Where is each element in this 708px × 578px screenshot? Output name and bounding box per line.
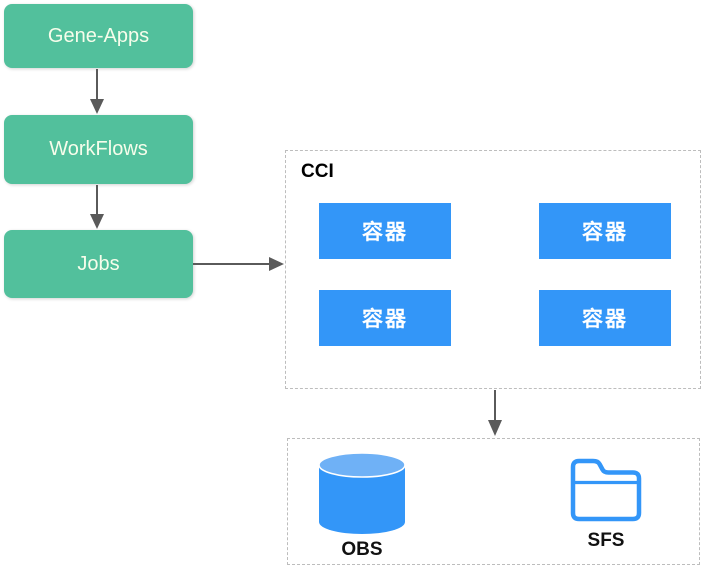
database-cylinder-icon — [317, 452, 407, 536]
folder-icon — [568, 454, 644, 527]
arrow-jobs-to-cci — [193, 257, 284, 271]
arrow-cci-to-storage — [488, 390, 502, 436]
container-node: 容器 — [319, 203, 451, 259]
arrow-gene-apps-to-workflows — [90, 69, 104, 114]
storage-label-obs: OBS — [341, 539, 383, 560]
cci-group-box: CCI 容器 容器 容器 容器 — [285, 150, 701, 389]
node-workflows: WorkFlows — [4, 115, 193, 184]
container-node: 容器 — [319, 290, 451, 346]
storage-item-obs: OBS — [316, 452, 408, 561]
cci-title: CCI — [301, 161, 334, 182]
node-gene-apps: Gene-Apps — [4, 4, 193, 68]
storage-item-sfs: SFS — [564, 454, 648, 552]
storage-group-box: OBS SFS — [287, 438, 700, 565]
node-jobs: Jobs — [4, 230, 193, 298]
container-node: 容器 — [539, 203, 671, 259]
arrow-workflows-to-jobs — [90, 185, 104, 229]
storage-label-sfs: SFS — [587, 530, 625, 551]
container-node: 容器 — [539, 290, 671, 346]
